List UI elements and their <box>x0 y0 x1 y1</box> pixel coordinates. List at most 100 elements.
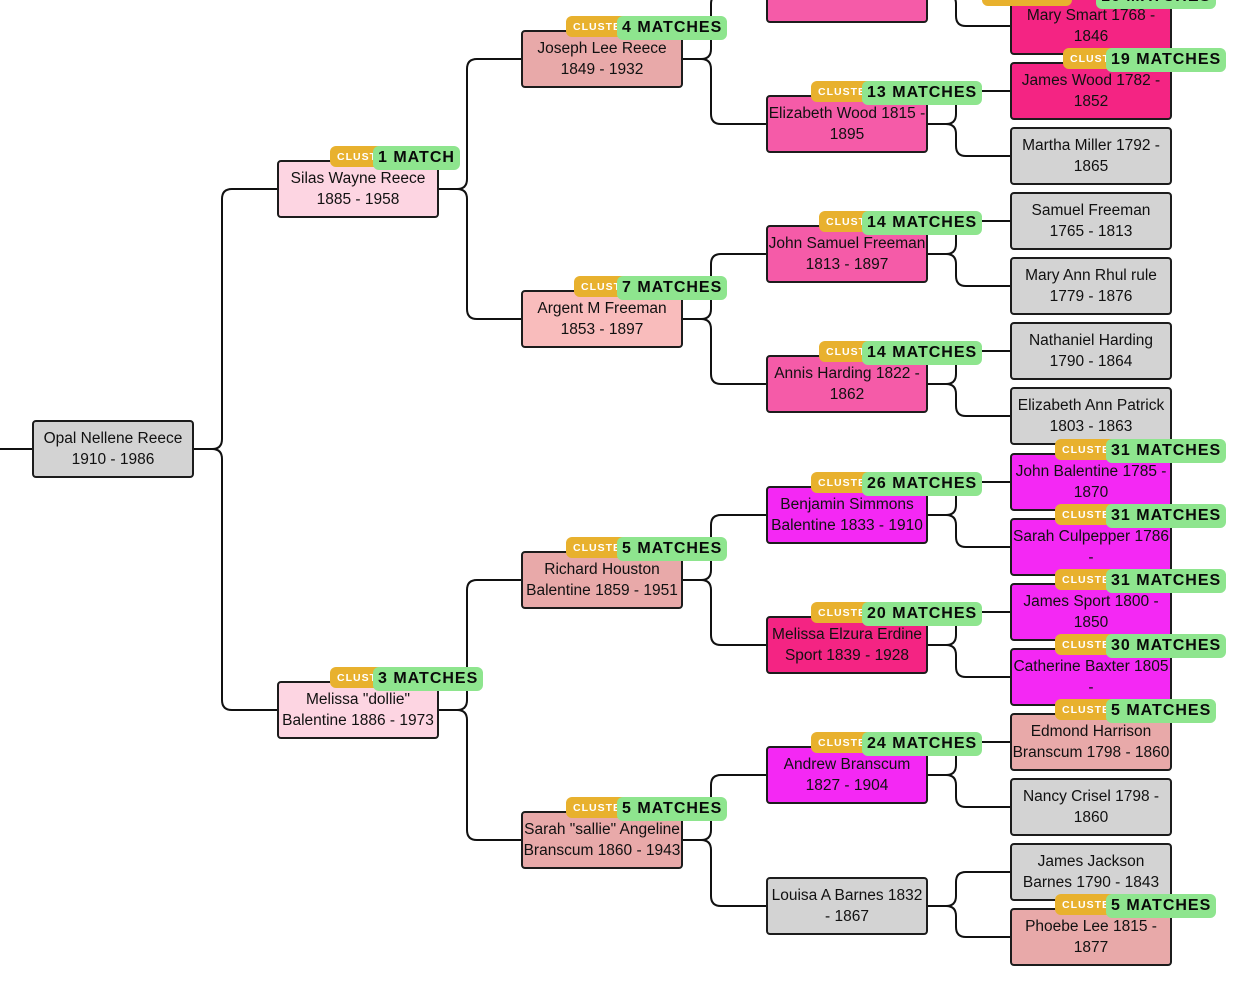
person-dates: 1865 <box>1073 158 1109 175</box>
person-dates: - 1867 <box>825 908 869 925</box>
person-name: Nathaniel Harding <box>1028 332 1154 349</box>
person-name: Mary Ann Rhul rule <box>1025 267 1157 284</box>
person-dates: 1790 - 1864 <box>1049 353 1133 370</box>
person-name: Nancy Crisel 1798 - <box>1022 788 1160 805</box>
person-name: James Jackson <box>1037 853 1145 870</box>
person-name: Sarah Culpepper 1786 <box>1013 528 1169 545</box>
person-name: Sarah "sallie" Angeline <box>524 821 680 838</box>
match-count-badge[interactable]: 31 MATCHES <box>1106 439 1227 463</box>
person-dates: 1862 <box>829 386 865 403</box>
person-dates: 1910 - 1986 <box>71 451 155 468</box>
match-count-badge[interactable]: 5 MATCHES <box>1106 894 1217 918</box>
connector-line <box>928 644 1010 678</box>
person-dates: Barnes 1790 - 1843 <box>1022 874 1160 891</box>
person-dates: Balentine 1859 - 1951 <box>526 582 678 599</box>
match-count-badge[interactable]: 14 MATCHES <box>862 211 983 235</box>
connector-line <box>928 905 1010 938</box>
cluster-badge-partial <box>982 0 1072 6</box>
match-count-badge[interactable]: 24 MATCHES <box>862 732 983 756</box>
match-count-badge[interactable]: 26 MATCHES <box>862 472 983 496</box>
connector-line <box>683 839 766 907</box>
person-dates: 1765 - 1813 <box>1049 223 1133 240</box>
person-name: Silas Wayne Reece <box>290 170 426 187</box>
person-dates: 1860 <box>1073 809 1109 826</box>
person-name: Elizabeth Wood 1815 - <box>768 105 926 122</box>
person-name: Phoebe Lee 1815 - <box>1025 918 1157 935</box>
match-count-badge[interactable]: 14 MATCHES <box>862 341 983 365</box>
match-count-badge[interactable]: 13 MATCHES <box>862 81 983 105</box>
connector-line <box>928 383 1010 417</box>
person-dates: 1853 - 1897 <box>560 321 644 338</box>
person-dates: Sport 1839 - 1928 <box>784 647 910 664</box>
connector-line <box>928 774 1010 808</box>
connector-line <box>439 579 521 711</box>
person-dates: 1885 - 1958 <box>316 191 400 208</box>
match-count-badge[interactable]: 5 MATCHES <box>1106 699 1217 723</box>
person-name: Louisa A Barnes 1832 <box>771 887 923 904</box>
person-name: Martha Miller 1792 - <box>1022 137 1160 154</box>
match-count-badge[interactable]: 5 MATCHES <box>617 797 728 821</box>
match-count-badge[interactable]: 1 MATCH <box>373 146 460 170</box>
person-name: Benjamin Simmons <box>780 496 914 513</box>
person-card-louisa[interactable]: Louisa A Barnes 1832 - 1867 <box>766 877 928 935</box>
person-dates: 1846 <box>1073 28 1109 45</box>
connector-line <box>928 871 1010 907</box>
person-dates: 1850 <box>1073 614 1109 631</box>
person-card-james-wood[interactable]: James Wood 1782 -1852 <box>1010 62 1172 120</box>
person-dates: - <box>1088 549 1094 566</box>
person-dates: 1779 - 1876 <box>1049 288 1133 305</box>
person-dates: 1885 <box>830 0 864 5</box>
match-count-badge-partial[interactable]: 16 MATCHES <box>1096 0 1217 9</box>
person-name: Melissa "dollie" <box>305 691 411 708</box>
match-count-badge[interactable]: 30 MATCHES <box>1106 634 1227 658</box>
person-card-nathaniel[interactable]: Nathaniel Harding 1790 - 1864 <box>1010 322 1172 380</box>
person-name: John Samuel Freeman <box>768 235 926 252</box>
person-card-p3a[interactable]: 1885 <box>766 0 928 23</box>
connector-line <box>439 58 521 190</box>
person-card-nancy[interactable]: Nancy Crisel 1798 - 1860 <box>1010 778 1172 836</box>
match-count-badge[interactable]: 3 MATCHES <box>373 667 484 691</box>
person-name: John Balentine 1785 - <box>1015 463 1167 480</box>
person-card-mary-smart[interactable]: Mary Smart 1768 - 1846 <box>1010 0 1172 55</box>
person-dates: 1813 - 1897 <box>805 256 889 273</box>
person-name: Catherine Baxter 1805 <box>1013 658 1169 675</box>
person-card-john-sf[interactable]: John Samuel Freeman 1813 - 1897 <box>766 225 928 283</box>
connector-line <box>683 58 766 125</box>
person-name: Samuel Freeman <box>1031 202 1151 219</box>
connector-line <box>683 579 766 646</box>
connector-line <box>928 253 1010 287</box>
person-name: James Wood 1782 - <box>1021 72 1161 89</box>
match-count-badge[interactable]: 4 MATCHES <box>617 16 728 40</box>
person-dates: 1895 <box>829 126 865 143</box>
person-card-samuel-f[interactable]: Samuel Freeman 1765 - 1813 <box>1010 192 1172 250</box>
person-card-mary-ann[interactable]: Mary Ann Rhul rule 1779 - 1876 <box>1010 257 1172 315</box>
match-count-badge[interactable]: 5 MATCHES <box>617 537 728 561</box>
person-card-martha[interactable]: Martha Miller 1792 - 1865 <box>1010 127 1172 185</box>
connector-line <box>439 188 521 320</box>
match-count-badge[interactable]: 20 MATCHES <box>862 602 983 626</box>
connector-line <box>439 709 521 841</box>
connector-line <box>194 448 277 711</box>
person-dates: 1877 <box>1073 939 1109 956</box>
connector-line <box>194 188 277 450</box>
match-count-badge[interactable]: 31 MATCHES <box>1106 569 1227 593</box>
match-count-badge[interactable]: 7 MATCHES <box>617 276 728 300</box>
person-name: Elizabeth Ann Patrick <box>1017 397 1165 414</box>
match-count-badge[interactable]: 31 MATCHES <box>1106 504 1227 528</box>
match-count-badge[interactable]: 19 MATCHES <box>1106 48 1227 72</box>
person-card-elizabeth-ap[interactable]: Elizabeth Ann Patrick 1803 - 1863 <box>1010 387 1172 445</box>
connector-line <box>683 318 766 385</box>
connector-line <box>954 0 1010 27</box>
person-name: Mary Smart 1768 - <box>1026 7 1156 24</box>
connector-line <box>928 514 1010 548</box>
person-dates: 1849 - 1932 <box>560 61 644 78</box>
person-dates: 1870 <box>1073 484 1109 501</box>
person-dates: 1803 - 1863 <box>1049 418 1133 435</box>
person-name: Melissa Elzura Erdine <box>772 626 922 643</box>
person-name: Edmond Harrison <box>1030 723 1152 740</box>
